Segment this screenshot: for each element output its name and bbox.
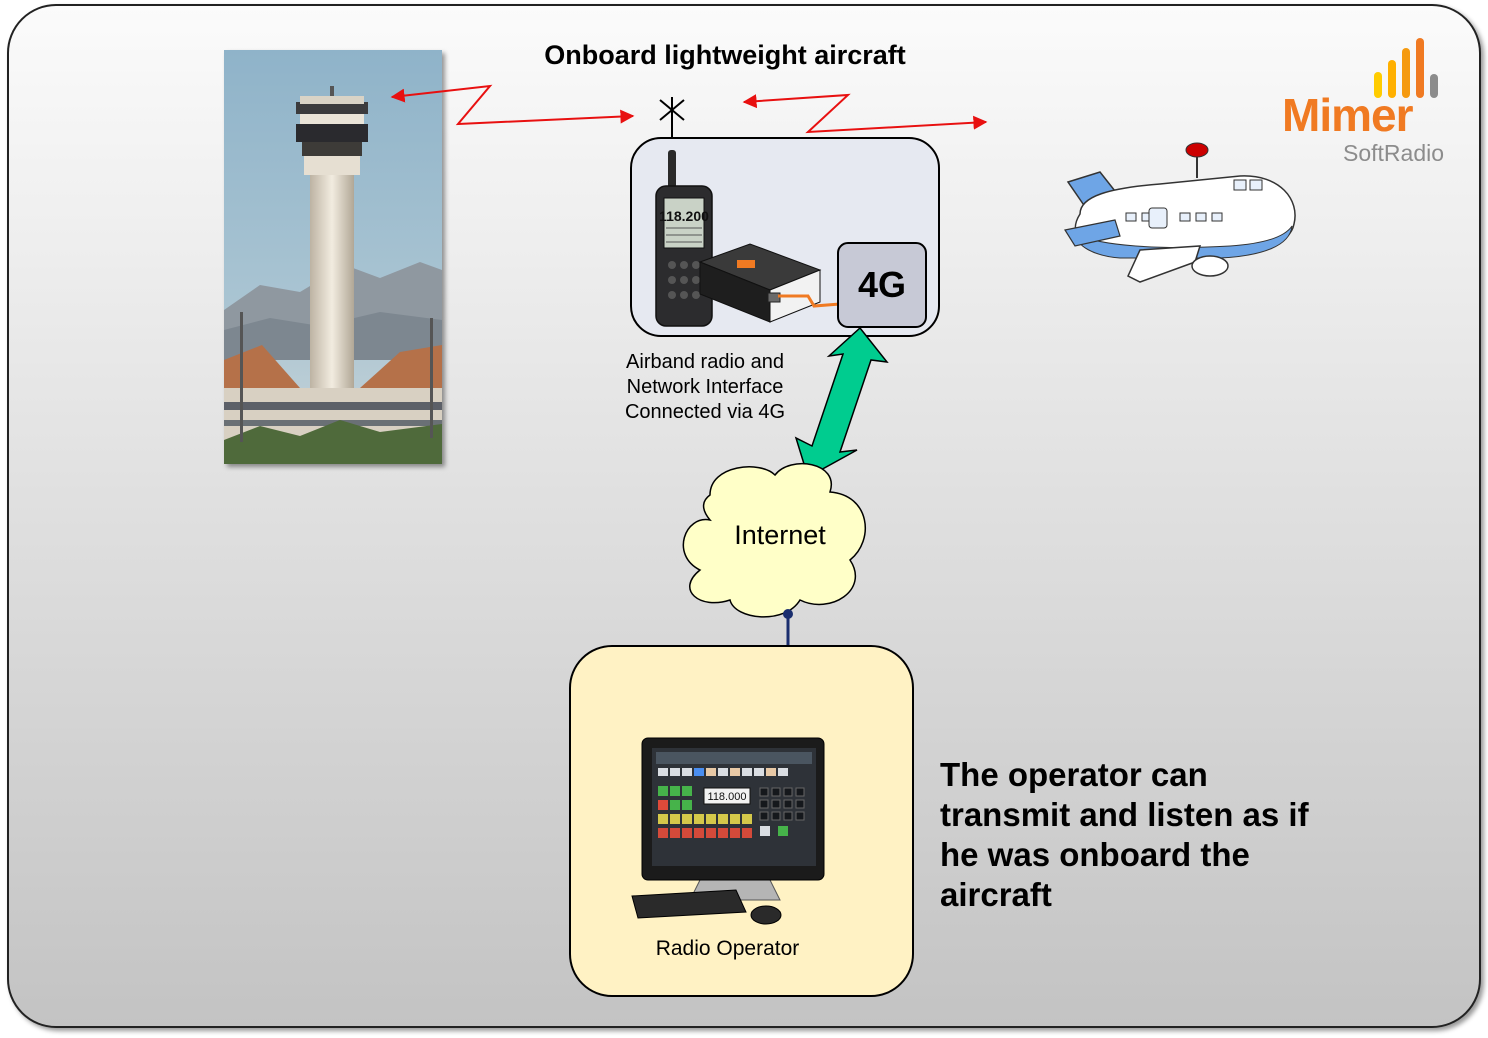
diagram-title: Onboard lightweight aircraft	[544, 40, 906, 70]
keyboard-icon	[631, 889, 747, 919]
radio-link-tower	[390, 84, 635, 126]
fourg-badge-box	[837, 242, 927, 328]
fourg-badge-label: 4G	[857, 264, 907, 305]
svg-text:118.000: 118.000	[708, 791, 747, 803]
svg-text:118.200: 118.200	[659, 208, 709, 224]
radio-caption-line-1: Airband radio and	[626, 351, 784, 373]
radio-link-aircraft	[742, 93, 988, 134]
internet-label: Internet	[734, 520, 826, 550]
antenna-icon	[659, 97, 685, 140]
orange-cable	[778, 294, 841, 308]
operator-note: The operator can transmit and listen as …	[940, 756, 1309, 913]
mouse-icon	[750, 905, 782, 925]
operator-caption: Radio Operator	[655, 937, 800, 960]
radio-unit-caption: Airband radio and Network Interface Conn…	[600, 350, 810, 425]
radio-caption-line-2: Network Interface	[626, 376, 784, 398]
handheld-radio-icon: 118.200	[655, 150, 713, 327]
logo-product: SoftRadio	[1343, 140, 1445, 166]
airplane-icon	[1064, 142, 1296, 283]
logo-brand: Mimer	[1282, 89, 1413, 141]
radio-caption-line-3: Connected via 4G	[624, 401, 786, 423]
signal-bars-icon	[1374, 38, 1438, 98]
computer-icon: 118.000	[641, 737, 825, 901]
internet-cloud	[682, 462, 866, 618]
control-tower-photo	[224, 50, 442, 464]
wire-node-top	[783, 609, 793, 619]
